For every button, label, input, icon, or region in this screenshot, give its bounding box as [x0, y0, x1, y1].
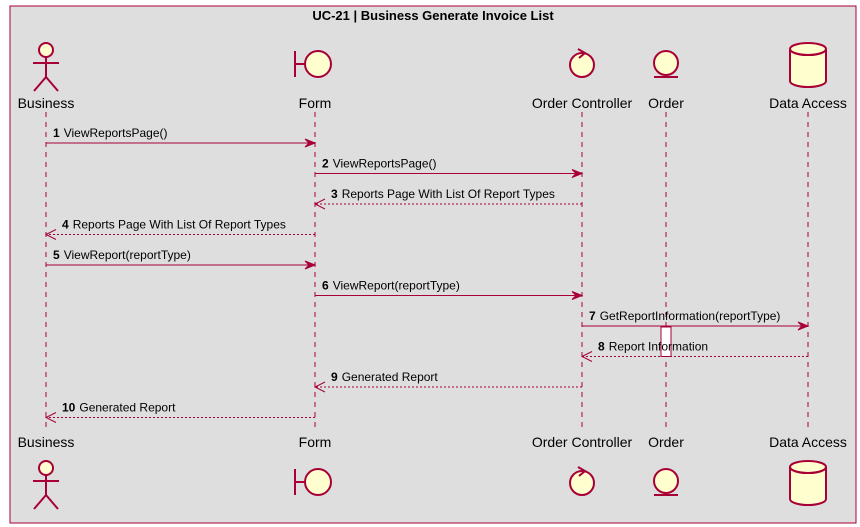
- participant-order-top: Order: [648, 50, 684, 111]
- message-9: 9 Generated Report: [313, 370, 582, 393]
- message-label: 3 Reports Page With List Of Report Types: [331, 187, 555, 201]
- message-text: Generated Report: [79, 401, 176, 415]
- lifelines: [45, 112, 809, 432]
- participant-form-bottom: Form: [294, 434, 332, 496]
- participant-order-bottom: Order: [648, 434, 684, 496]
- message-label: 5 ViewReport(reportType): [53, 248, 191, 262]
- message-text: Reports Page With List Of Report Types: [342, 187, 555, 201]
- database-icon: [789, 460, 827, 506]
- message-number: 2: [322, 157, 329, 171]
- entity-icon: [653, 468, 679, 496]
- message-text: ViewReport(reportType): [64, 248, 191, 262]
- message-4: 4 Reports Page With List Of Report Types: [44, 218, 315, 240]
- participant-label: Data Access: [769, 95, 847, 111]
- control-icon: [569, 466, 595, 496]
- participant-business-top: Business: [18, 42, 75, 111]
- participant-label: Order Controller: [532, 434, 633, 450]
- diagram-title: UC-21 | Business Generate Invoice List: [312, 8, 554, 23]
- message-label: 6 ViewReport(reportType): [322, 279, 460, 293]
- participant-order_controller-bottom: Order Controller: [532, 434, 633, 496]
- message-number: 9: [331, 370, 338, 384]
- participant-label: Order: [648, 434, 684, 450]
- arrowhead-filled: [797, 321, 810, 331]
- arrowhead-open: [44, 412, 57, 423]
- message-7: 7 GetReportInformation(reportType): [582, 309, 810, 331]
- arrowhead-open: [580, 351, 593, 362]
- message-text: GetReportInformation(reportType): [600, 309, 781, 323]
- message-number: 6: [322, 279, 329, 293]
- participant-label: Order Controller: [532, 95, 633, 111]
- participant-business-bottom: Business: [18, 434, 75, 510]
- message-number: 7: [589, 309, 596, 323]
- participant-data_access-top: Data Access: [769, 42, 847, 111]
- participant-data_access-bottom: Data Access: [769, 434, 847, 506]
- arrowhead-filled: [304, 138, 317, 148]
- message-text: ViewReportsPage(): [333, 157, 437, 171]
- message-number: 10: [62, 401, 76, 415]
- boundary-icon: [294, 50, 332, 78]
- message-number: 4: [62, 218, 69, 232]
- participant-label: Form: [299, 434, 332, 450]
- message-8: 8 Report Information: [580, 340, 808, 362]
- entity-icon: [653, 50, 679, 78]
- arrowhead-filled: [571, 169, 584, 178]
- boundary-icon: [294, 468, 332, 496]
- participant-order_controller-top: Order Controller: [532, 48, 633, 111]
- arrowhead-filled: [571, 291, 584, 300]
- arrowhead-open: [313, 198, 326, 210]
- message-label: 7 GetReportInformation(reportType): [589, 309, 780, 323]
- message-2: 2 ViewReportsPage(): [315, 157, 584, 178]
- message-6: 6 ViewReport(reportType): [315, 279, 584, 300]
- message-label: 9 Generated Report: [331, 370, 438, 384]
- message-text: ViewReportsPage(): [64, 126, 168, 140]
- participant-label: Form: [299, 95, 332, 111]
- message-label: 8 Report Information: [598, 340, 708, 354]
- message-1: 1 ViewReportsPage(): [46, 126, 317, 148]
- message-label: 1 ViewReportsPage(): [53, 126, 168, 140]
- message-text: ViewReport(reportType): [333, 279, 460, 293]
- message-text: Reports Page With List Of Report Types: [73, 218, 286, 232]
- message-number: 1: [53, 126, 60, 140]
- message-label: 4 Reports Page With List Of Report Types: [62, 218, 286, 232]
- participant-label: Order: [648, 95, 684, 111]
- participant-label: Business: [18, 434, 75, 450]
- message-5: 5 ViewReport(reportType): [46, 248, 317, 270]
- message-text: Generated Report: [342, 370, 439, 384]
- participant-label: Business: [18, 95, 75, 111]
- control-icon: [569, 48, 595, 78]
- message-number: 8: [598, 340, 605, 354]
- arrowhead-filled: [304, 260, 317, 270]
- actor-icon: [33, 42, 59, 92]
- database-icon: [789, 42, 827, 88]
- message-text: Report Information: [609, 340, 708, 354]
- arrowhead-open: [44, 229, 57, 240]
- message-number: 5: [53, 248, 60, 262]
- message-3: 3 Reports Page With List Of Report Types: [313, 187, 582, 210]
- participant-label: Data Access: [769, 434, 847, 450]
- message-number: 3: [331, 187, 338, 201]
- message-label: 2 ViewReportsPage(): [322, 157, 437, 171]
- actor-icon: [33, 460, 59, 510]
- arrowhead-open: [313, 381, 326, 393]
- participant-form-top: Form: [294, 50, 332, 111]
